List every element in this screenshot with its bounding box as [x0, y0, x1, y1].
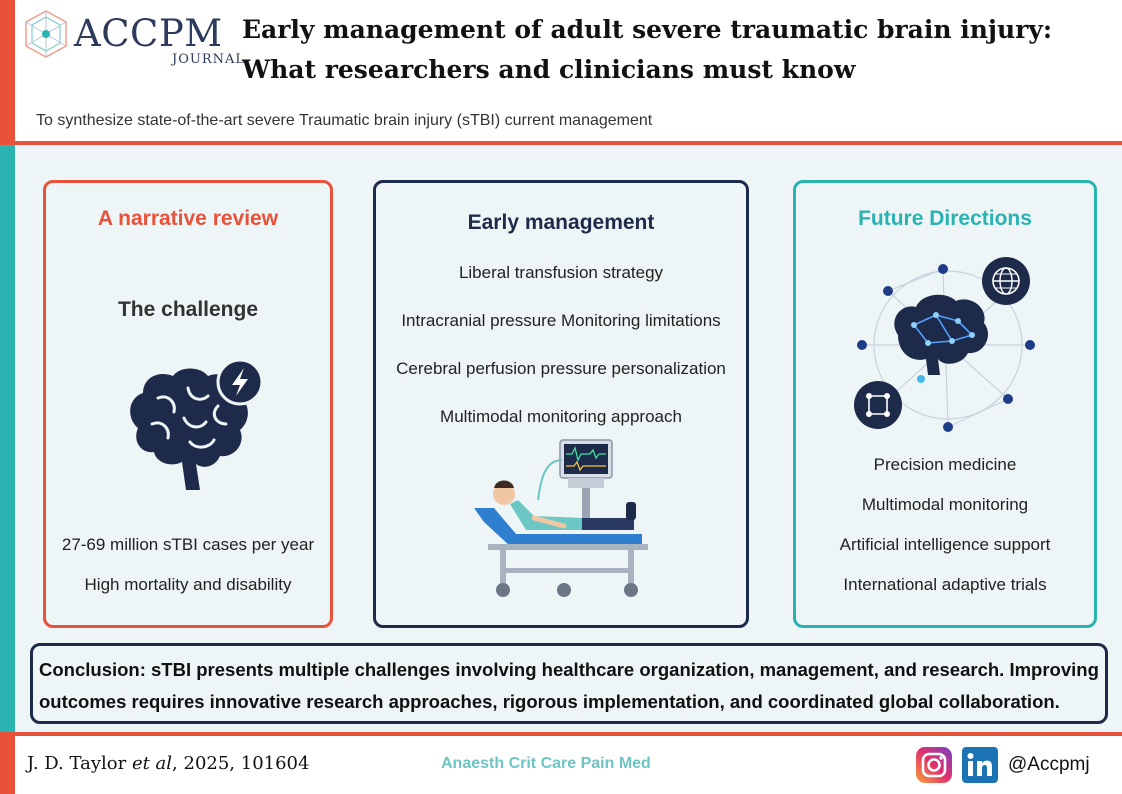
linkedin-icon[interactable] [961, 746, 999, 784]
panel-heading-future-directions: Future Directions [858, 207, 1032, 230]
fact-mortality: High mortality and disability [84, 575, 292, 594]
future-item: Precision medicine [873, 455, 1017, 474]
brain-lightning-icon [130, 358, 264, 490]
journal-name: Anaesth Crit Care Pain Med [441, 755, 651, 772]
citation-author: J. D. Taylor [27, 753, 132, 774]
logo-emblem-icon [25, 10, 67, 58]
challenge-heading: The challenge [117, 298, 259, 321]
early-management-panel: Early management Liberal transfusion str… [373, 180, 749, 628]
top-divider [15, 141, 1122, 145]
objective-text: To synthesize state-of-the-art severe Tr… [36, 112, 653, 129]
conclusion-line-1: Conclusion: sTBI presents multiple chall… [39, 659, 1099, 680]
future-item: Multimodal monitoring [861, 495, 1029, 514]
title-line-2: What researchers and clinicians must kno… [242, 55, 856, 84]
citation-details: , 2025, 101604 [172, 753, 310, 774]
title-line-1: Early management of adult severe traumat… [242, 15, 1053, 44]
instagram-icon[interactable] [915, 746, 953, 784]
management-item: Multimodal monitoring approach [440, 407, 682, 426]
logo-text: ACCPM [74, 12, 223, 55]
management-item: Liberal transfusion strategy [458, 263, 664, 282]
fact-cases-per-year: 27-69 million sTBI cases per year [61, 535, 315, 554]
future-item: Artificial intelligence support [839, 535, 1051, 554]
bottom-divider [15, 732, 1122, 736]
panel-heading-narrative-review: A narrative review [97, 207, 279, 230]
citation-et-al: et al [131, 753, 173, 774]
left-accent-bar-bottom [0, 732, 15, 794]
citation: J. D. Taylor et al, 2025, 101604 [27, 753, 309, 774]
logo-subtext: JOURNAL [172, 52, 246, 67]
globe-icon [982, 257, 1030, 305]
future-directions-panel: Future Directions [793, 180, 1097, 628]
narrative-review-panel: A narrative review The challenge 27-69 m… [43, 180, 333, 628]
left-accent-bar-top [0, 0, 15, 145]
management-item: Intracranial pressure Monitoring limitat… [401, 311, 721, 330]
panel-heading-early-management: Early management [467, 211, 655, 234]
management-item: Cerebral perfusion pressure personalizat… [396, 359, 726, 378]
network-chip-icon [854, 381, 902, 429]
page-title: Early management of adult severe traumat… [242, 10, 1112, 90]
future-item: International adaptive trials [843, 575, 1047, 594]
left-accent-bar-middle [0, 145, 15, 732]
social-handle[interactable]: @Accpmj [1008, 754, 1090, 775]
patient-bed-monitor-illustration [474, 439, 648, 597]
journal-logo: ACCPM JOURNAL [20, 6, 244, 68]
conclusion-line-2: outcomes requires innovative research ap… [39, 691, 1060, 712]
ai-brain-network-icon [854, 257, 1035, 432]
conclusion-box: Conclusion: sTBI presents multiple chall… [30, 643, 1108, 724]
